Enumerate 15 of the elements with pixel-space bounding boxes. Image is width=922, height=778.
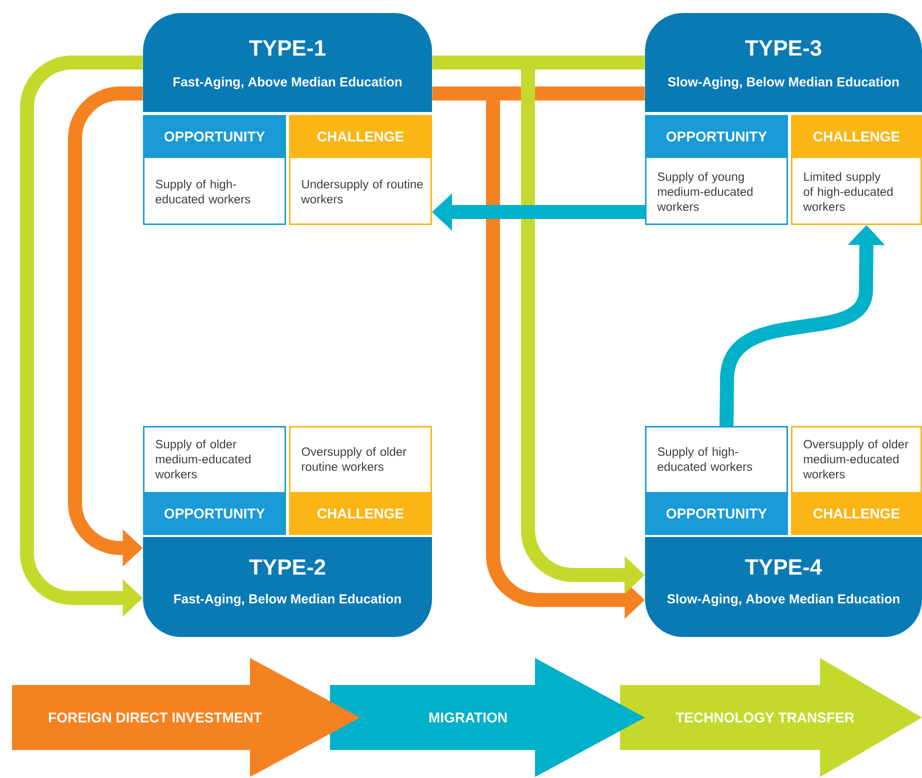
flow-banner: FOREIGN DIRECT INVESTMENT (12, 658, 360, 777)
type-header-box: TYPE-3 Slow-Aging, Below Median Education (645, 13, 922, 112)
type-header-box: TYPE-2 Fast-Aging, Below Median Education (143, 537, 432, 637)
type-header-box: TYPE-1 Fast-Aging, Above Median Education (143, 13, 432, 112)
flow-banner: MIGRATION (330, 658, 645, 777)
challenge-cell: Oversupply of older routine workers CHALLENGE (289, 426, 432, 535)
challenge-cell: Oversupply of older medium-educated workers CHALLENGE (791, 426, 922, 535)
challenge-cell: CHALLENGE Limited supply of high-educated workers (791, 115, 922, 225)
opportunity-cell: OPPORTUNITY Supply of young medium-educated workers (645, 115, 788, 225)
opportunity-cell: Supply of high-educated workers OPPORTUNITY (645, 426, 788, 535)
type-header-box: TYPE-4 Slow-Aging, Above Median Education (645, 537, 922, 637)
flow-banner: TECHNOLOGY TRANSFER (620, 658, 922, 777)
opportunity-cell: Supply of older medium-educated workers OPPORTUNITY (143, 426, 286, 535)
opportunity-cell: OPPORTUNITY Supply of high-educated workers (143, 115, 286, 225)
challenge-cell: CHALLENGE Undersupply of routine workers (289, 115, 432, 225)
